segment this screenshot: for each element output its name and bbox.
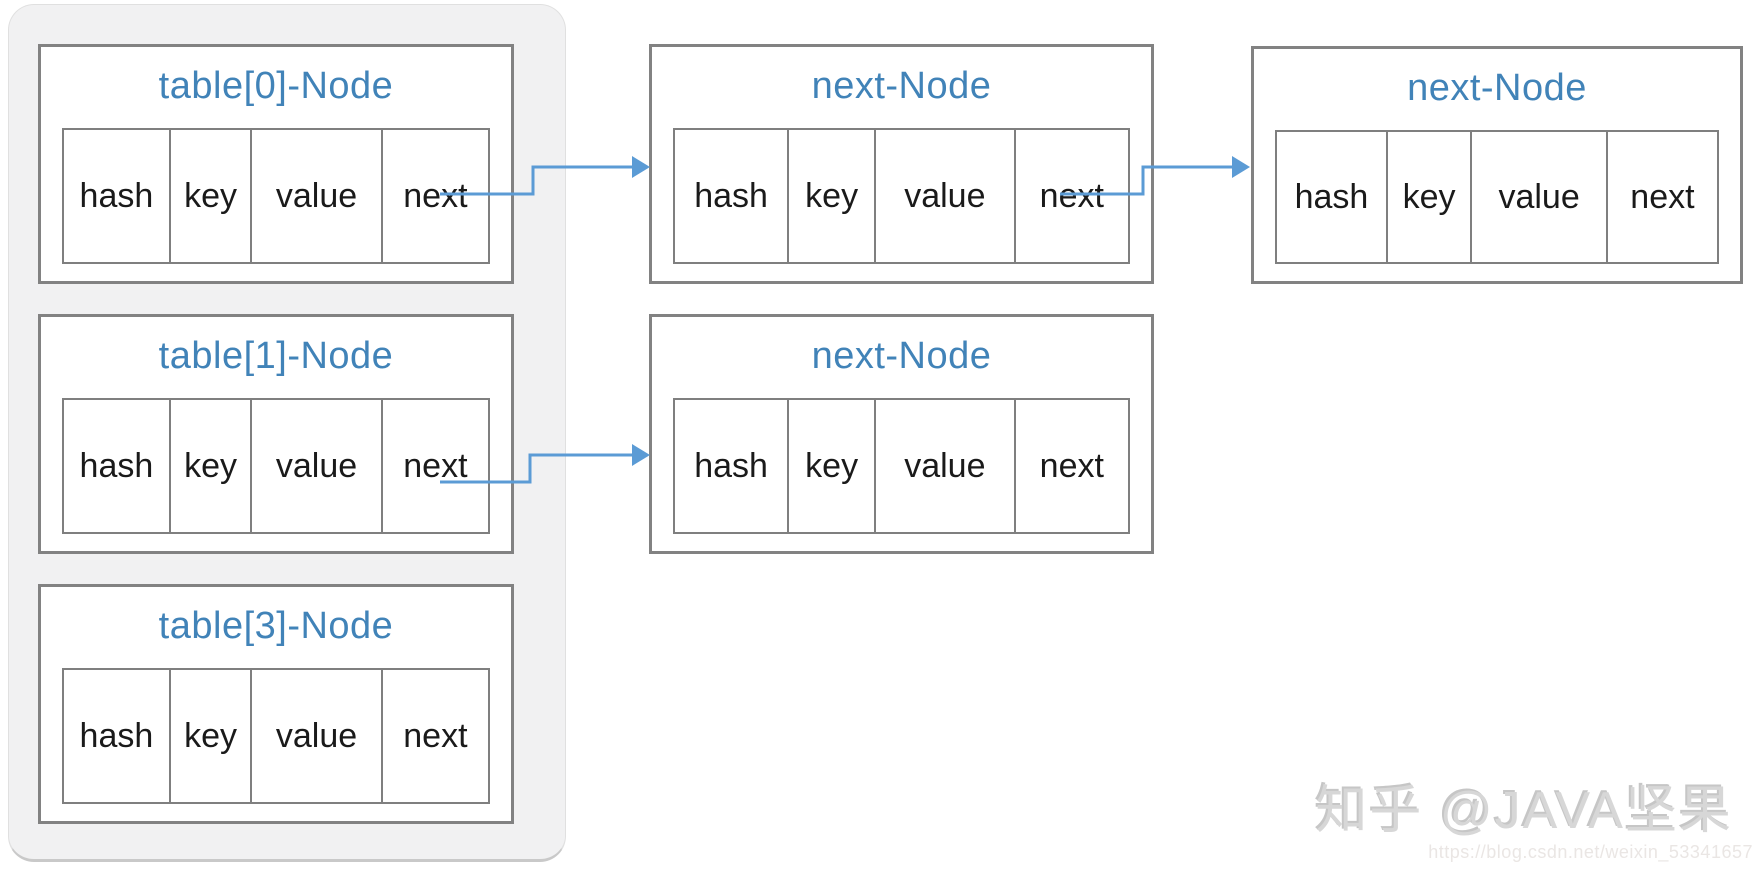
cell-next: next [403,716,468,755]
cell-hash: hash [64,130,171,262]
cell-next: next [403,446,468,485]
cell-value: value [876,400,1016,532]
node-cells: hash key value next [62,398,490,534]
cell-value: value [252,130,383,262]
node-table3: table[3]-Node hash key value next [38,584,514,824]
node-next-row1-right: next-Node hash key value next [1251,46,1743,284]
cell-key: key [171,130,253,262]
node-cells: hash key value next [1275,130,1719,264]
node-cells: hash key value next [62,128,490,264]
node-table0: table[0]-Node hash key value next [38,44,514,284]
node-cells: hash key value next [62,668,490,804]
node-cells: hash key value next [673,128,1130,264]
watermark-text: 知乎 @JAVA坚果 [1315,782,1733,840]
node-title: table[3]-Node [158,604,394,647]
cell-hash: hash [64,400,171,532]
cell-next: next [403,176,468,215]
cell-value: value [252,670,383,802]
cell-next: next [1039,446,1104,485]
node-title: next-Node [811,64,992,107]
cell-hash: hash [675,130,790,262]
cell-key: key [171,670,253,802]
cell-next: next [1039,176,1104,215]
cell-value: value [876,130,1016,262]
cell-key: key [171,400,253,532]
cell-key: key [789,130,877,262]
node-cells: hash key value next [673,398,1130,534]
cell-value: value [1472,132,1608,262]
node-title: next-Node [1407,66,1587,109]
cell-hash: hash [64,670,171,802]
node-title: table[0]-Node [158,64,394,107]
cell-hash: hash [675,400,790,532]
cell-hash: hash [1277,132,1388,262]
node-title: next-Node [811,334,992,377]
node-next-row2-mid: next-Node hash key value next [649,314,1154,554]
cell-next: next [1630,177,1695,216]
cell-key: key [789,400,877,532]
node-table1: table[1]-Node hash key value next [38,314,514,554]
node-next-row1-mid: next-Node hash key value next [649,44,1154,284]
cell-key: key [1388,132,1473,262]
node-title: table[1]-Node [158,334,394,377]
cell-value: value [252,400,383,532]
watermark-url: https://blog.csdn.net/weixin_53341657 [1428,842,1753,862]
